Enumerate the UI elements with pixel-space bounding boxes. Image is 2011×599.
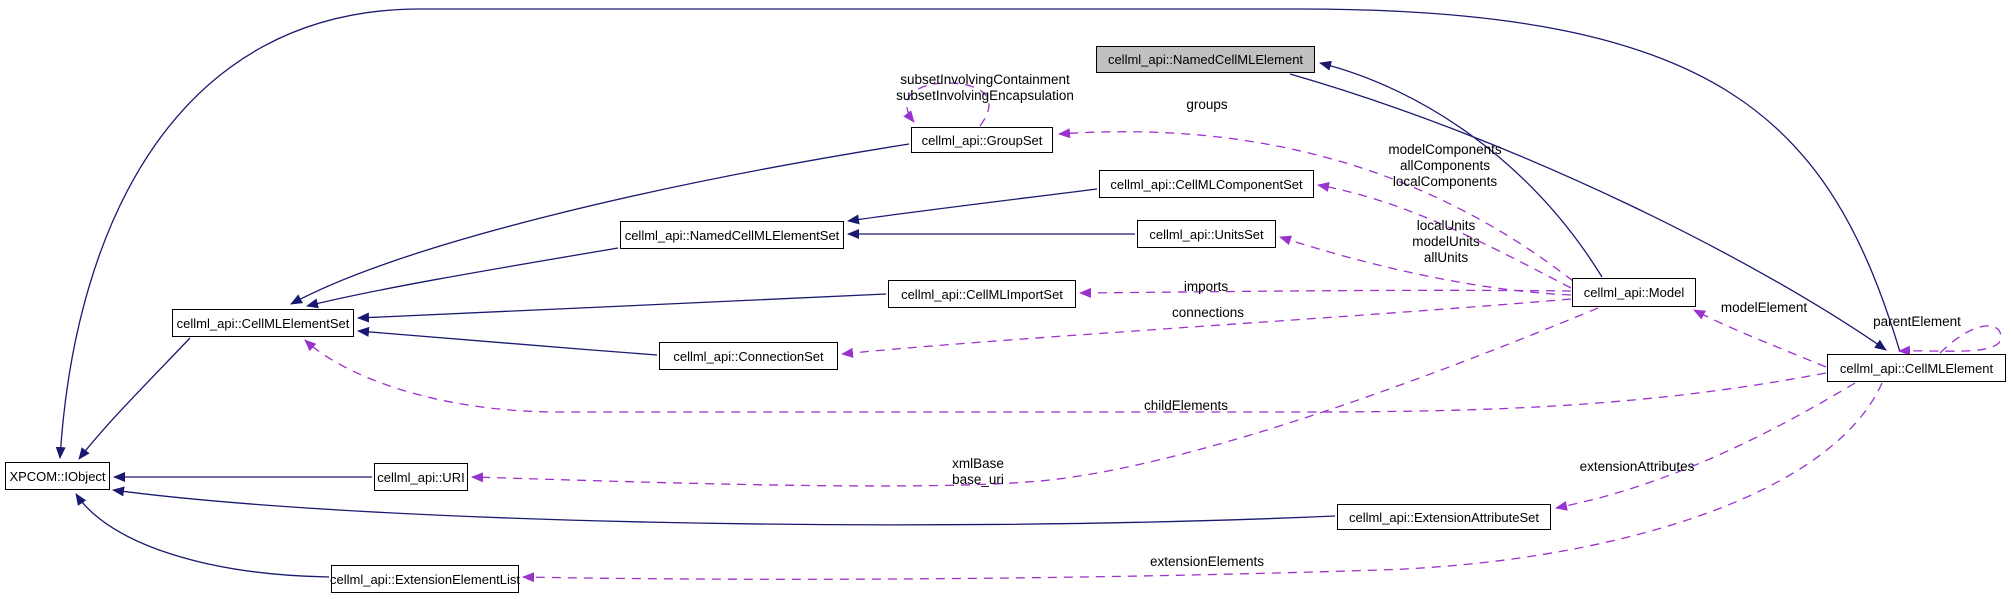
edge-model-to-namedcellmlelement: [1319, 60, 1603, 278]
edge-namedcellmlelementset-to-cellmlelementset: [306, 247, 619, 309]
edge-label-modelelement: modelElement: [1720, 300, 1808, 315]
edge-label-extensionattributes: extensionAttributes: [1579, 459, 1695, 474]
edge-label-groups: groups: [1186, 97, 1228, 112]
edge-label-subset-involving: subsetInvolvingContainment subsetInvolvi…: [896, 72, 1074, 103]
node-extensionattributeset[interactable]: cellml_api::ExtensionAttributeSet: [1337, 504, 1551, 530]
edge-label-extensionelements: extensionElements: [1149, 554, 1265, 569]
edge-cellmlcomponentset-to-namedcellmlelementset: [847, 188, 1098, 225]
edge-cellmlelement-to-iobject: [55, 8, 1901, 459]
edge-label-parentelement: parentElement: [1873, 314, 1961, 329]
edge-model-connections: [841, 298, 1572, 358]
edge-cellmlelement-self-parentelement: [1898, 325, 2002, 356]
edge-label-units: localUnits modelUnits allUnits: [1412, 218, 1480, 265]
edge-model-groups: [1058, 128, 1574, 282]
edge-model-xmlbase-baseuri: [471, 307, 1599, 487]
edge-label-imports: imports: [1183, 279, 1229, 294]
node-cellmlelement[interactable]: cellml_api::CellMLElement: [1827, 354, 2006, 382]
node-extensionelementlist[interactable]: cellml_api::ExtensionElementList: [330, 565, 520, 593]
node-cellmlelementset[interactable]: cellml_api::CellMLElementSet: [172, 309, 354, 337]
node-groupset[interactable]: cellml_api::GroupSet: [911, 127, 1053, 153]
node-cellmlcomponentset[interactable]: cellml_api::CellMLComponentSet: [1099, 170, 1314, 198]
edge-extensionelementlist-to-iobject: [75, 493, 330, 578]
edge-cellmlelementset-to-iobject: [78, 337, 191, 460]
edge-model-units: [1279, 235, 1572, 296]
node-namedcellmlelementset[interactable]: cellml_api::NamedCellMLElementSet: [620, 221, 844, 249]
edge-label-connections: connections: [1171, 305, 1245, 320]
node-xpcom-iobject[interactable]: XPCOM::IObject: [5, 462, 110, 490]
edge-model-imports: [1079, 287, 1572, 298]
node-uri[interactable]: cellml_api::URI: [374, 463, 468, 491]
edge-model-components: [1317, 182, 1572, 289]
edge-extensionattributeset-to-iobject: [112, 486, 1336, 526]
node-unitsset[interactable]: cellml_api::UnitsSet: [1137, 220, 1276, 248]
edge-label-components: modelComponents allComponents localCompo…: [1388, 142, 1502, 189]
edge-label-childelements: childElements: [1143, 398, 1229, 413]
edge-connectionset-to-cellmlelementset: [357, 326, 658, 356]
edge-namedcellmlelement-to-cellmlelement: [1289, 73, 1887, 351]
node-connectionset[interactable]: cellml_api::ConnectionSet: [659, 342, 838, 370]
edge-cellmlelement-extensionattributes: [1555, 382, 1856, 511]
edge-cellmlelement-extensionelements: [522, 382, 1883, 583]
edge-label-xmlbase-baseuri: xmlBase base_uri: [952, 456, 1004, 487]
edge-cellmlimportset-to-cellmlelementset: [357, 293, 887, 323]
edge-cellmlelement-childelements: [304, 339, 1827, 413]
edge-groupset-to-cellmlelementset: [290, 143, 910, 305]
node-namedcellmlelement-main[interactable]: cellml_api::NamedCellMLElement: [1096, 46, 1315, 73]
node-model[interactable]: cellml_api::Model: [1572, 278, 1696, 307]
edge-cellmlelement-modelelement: [1693, 309, 1827, 368]
node-cellmlimportset[interactable]: cellml_api::CellMLImportSet: [888, 280, 1076, 308]
